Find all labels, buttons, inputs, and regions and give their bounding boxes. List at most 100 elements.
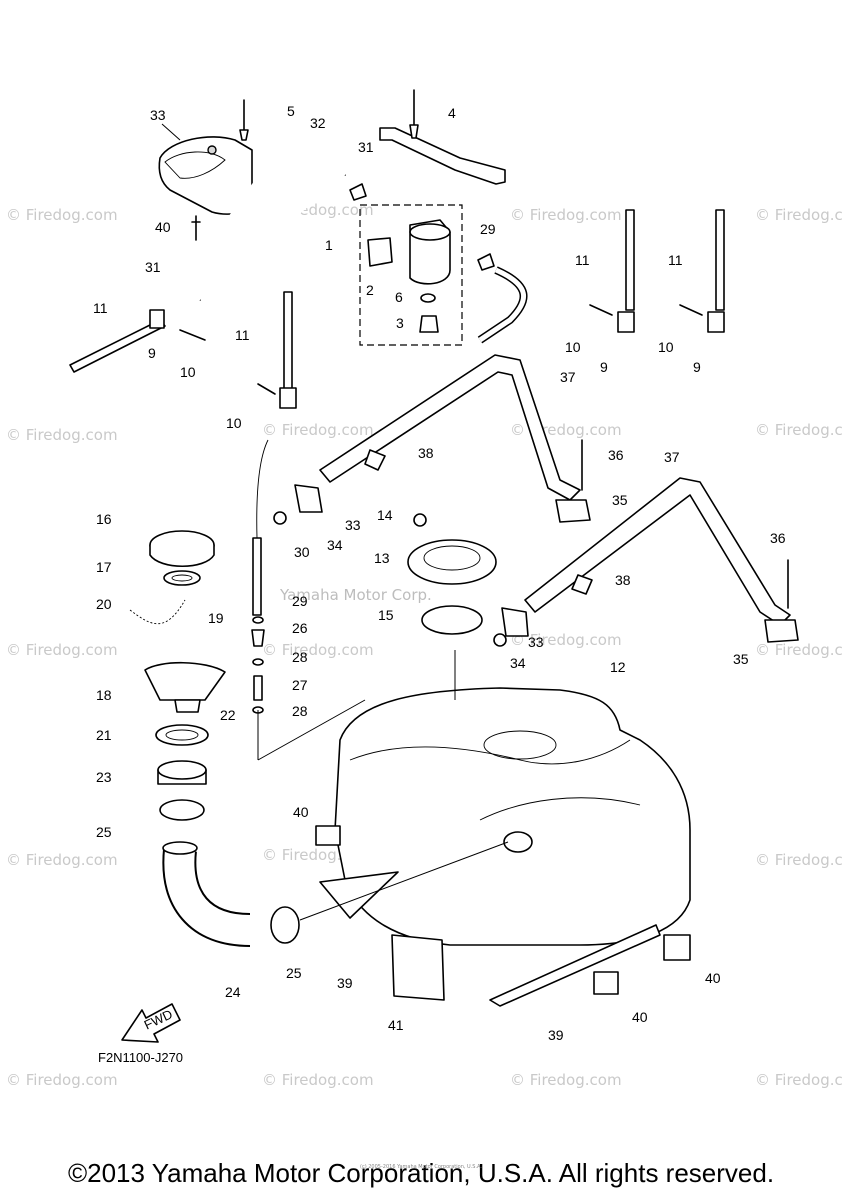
pump-plate-13 <box>407 513 497 635</box>
callout-label: 27 <box>292 677 308 693</box>
watermark: © Firedog.com <box>510 1071 622 1089</box>
callout-label: 33 <box>528 634 544 650</box>
tiny-notice: (c) 2005-2016 Yamaha Motor Corporation, … <box>360 1164 482 1170</box>
callout-label: 2 <box>366 282 374 298</box>
watermark: © Firedog.com <box>6 206 118 224</box>
cable-tie-left <box>69 309 206 373</box>
callout-label: 14 <box>377 507 393 523</box>
callout-label: 26 <box>292 620 308 636</box>
callout-label: 37 <box>560 369 576 385</box>
callout-label: 29 <box>292 593 308 609</box>
watermark: © Firedog.com <box>510 206 622 224</box>
watermark: © Firedog.com <box>755 851 842 869</box>
cable-tie-mid <box>257 291 297 409</box>
callout-label: 17 <box>96 559 112 575</box>
callout-label: 34 <box>510 655 526 671</box>
watermark: © Firedog.com <box>262 421 374 439</box>
callout-label: 21 <box>96 727 112 743</box>
callout-label: 9 <box>148 345 156 361</box>
callout-label: 10 <box>658 339 674 355</box>
cable-tie-right-2 <box>679 209 725 333</box>
fuel-vent-hose-32-inner <box>186 154 347 303</box>
watermark: © Firedog.com <box>755 641 842 659</box>
callout-label: 29 <box>480 221 496 237</box>
connector-lines <box>257 650 509 921</box>
callout-label: 16 <box>96 511 112 527</box>
callout-label: 10 <box>565 339 581 355</box>
callout-label: 1 <box>325 237 333 253</box>
callout-label: 32 <box>310 115 326 131</box>
fwd-arrow: FWD <box>121 1003 181 1043</box>
callout-label: 11 <box>93 300 108 316</box>
callout-label: 11 <box>668 252 683 268</box>
callout-label: 40 <box>155 219 171 235</box>
fuel-tank-12 <box>334 687 691 946</box>
watermark: © Firedog.com <box>262 1071 374 1089</box>
pads <box>315 825 691 1007</box>
callout-label: 25 <box>286 965 302 981</box>
watermark: © Firedog.com <box>6 641 118 659</box>
callout-label: 40 <box>632 1009 648 1025</box>
callout-label: 22 <box>220 707 236 723</box>
strap-bracket-35-lower <box>764 559 799 643</box>
callout-label: 35 <box>733 651 749 667</box>
callout-label: 24 <box>225 984 241 1000</box>
bracket-part-5 <box>379 89 506 185</box>
callout-label: 36 <box>770 530 786 546</box>
callout-label: 30 <box>294 544 310 560</box>
callout-label: 39 <box>337 975 353 991</box>
callout-label: 38 <box>615 572 631 588</box>
center-watermark: Yamaha Motor Corp. <box>279 586 432 604</box>
callout-label: 11 <box>575 252 590 268</box>
callout-label: 18 <box>96 687 112 703</box>
callout-label: 6 <box>395 289 403 305</box>
callout-label: 23 <box>96 769 112 785</box>
watermark: © Firedog.com <box>755 206 842 224</box>
callout-label: 9 <box>600 359 608 375</box>
callout-label: 41 <box>388 1017 404 1033</box>
fuel-filter-assembly-1 <box>349 183 495 346</box>
watermark: © Firedog.com <box>6 1071 118 1089</box>
callout-label: 28 <box>292 703 308 719</box>
callout-label: 10 <box>226 415 242 431</box>
callout-label: 28 <box>292 649 308 665</box>
cable-tie-right-1 <box>589 209 635 333</box>
breather-tube-30 <box>252 537 262 616</box>
watermark: © Firedog.com <box>262 641 374 659</box>
callout-label: 39 <box>548 1027 564 1043</box>
watermark: © Firedog.com <box>755 421 842 439</box>
watermark: © Firedog.com <box>6 426 118 444</box>
hose-clamp-25 <box>270 906 300 944</box>
callout-label: 31 <box>358 139 374 155</box>
callout-label: 40 <box>293 804 309 820</box>
callout-label: 5 <box>287 103 295 119</box>
filler-assembly <box>129 530 226 821</box>
diagram-code: F2N1100-J270 <box>98 1050 183 1065</box>
callout-label: 40 <box>705 970 721 986</box>
callout-label: 11 <box>235 327 250 343</box>
callout-label: 12 <box>610 659 626 675</box>
callout-label: 10 <box>180 364 196 380</box>
callout-label: 9 <box>693 359 701 375</box>
callouts: 33 5 32 31 4 40 31 1 2 6 3 29 11 9 10 11… <box>93 103 786 1043</box>
strap-bracket-35-upper <box>555 439 591 523</box>
watermark: © Firedog.com <box>755 1071 842 1089</box>
callout-label: 38 <box>418 445 434 461</box>
callout-label: 36 <box>608 447 624 463</box>
callout-label: 4 <box>448 105 456 121</box>
callout-label: 34 <box>327 537 343 553</box>
copyright-notice: ©2013 Yamaha Motor Corporation, U.S.A. A… <box>67 1158 775 1188</box>
callout-label: 15 <box>378 607 394 623</box>
callout-label: 31 <box>145 259 161 275</box>
watermark: © Firedog.com <box>510 631 622 649</box>
callout-label: 20 <box>96 596 112 612</box>
callout-label: 19 <box>208 610 224 626</box>
callout-label: 35 <box>612 492 628 508</box>
strap-holder-33-lower <box>493 607 529 647</box>
watermark: © Firedog.com <box>6 851 118 869</box>
breather-fittings <box>251 616 265 714</box>
callout-label: 33 <box>345 517 361 533</box>
callout-label: 33 <box>150 107 166 123</box>
strap-holder-33-upper <box>273 484 323 525</box>
